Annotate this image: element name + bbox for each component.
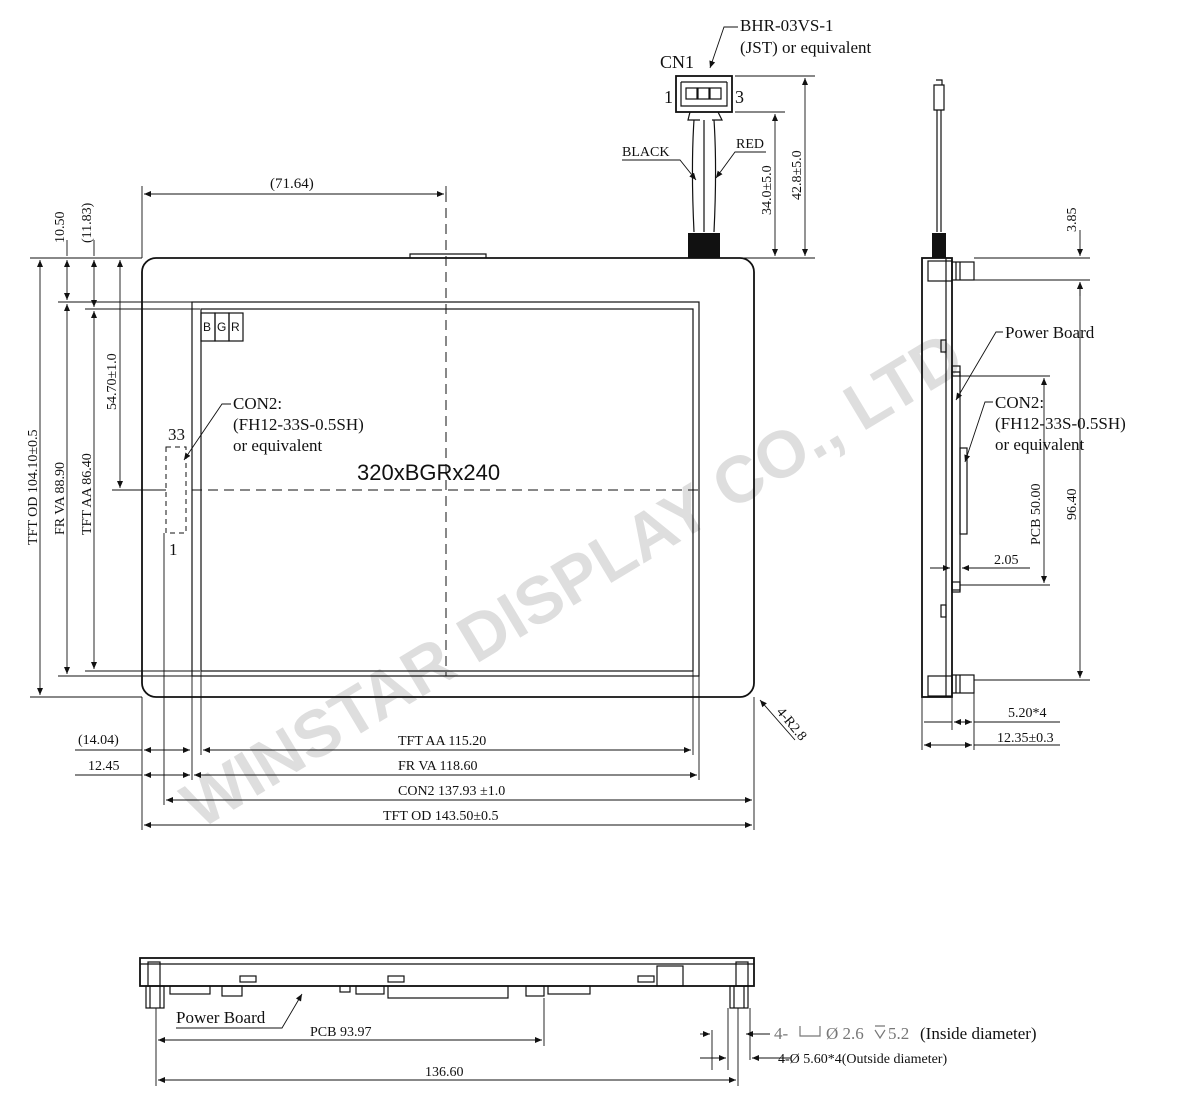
subpixel-r: R xyxy=(231,320,240,334)
side-view xyxy=(921,79,975,698)
side-dim-96-40: 96.40 xyxy=(1065,489,1080,521)
dim-11-83: (11.83) xyxy=(80,202,95,243)
cn1-part-label: BHR-03VS-1 xyxy=(740,16,834,35)
con2-pin-bottom: 1 xyxy=(169,540,178,559)
hole-inside-label: (Inside diameter) xyxy=(920,1024,1037,1043)
dim-71-64: (71.64) xyxy=(270,176,314,192)
dim-con2-width: CON2 137.93 ±1.0 xyxy=(398,784,505,799)
resolution-label: 320xBGRx240 xyxy=(357,460,500,485)
side-dim-2-05: 2.05 xyxy=(994,553,1019,568)
con2-connector-outline xyxy=(165,446,187,534)
hole-inside-diameter: Ø 2.6 xyxy=(826,1024,864,1043)
dim-fr-va-width: FR VA 118.60 xyxy=(398,759,478,774)
dim-fr-va-height: FR VA 88.90 xyxy=(53,462,68,535)
cn1-pin-last: 3 xyxy=(735,87,744,107)
dim-12-45: 12.45 xyxy=(88,759,120,774)
dim-tft-od-height: TFT OD 104.10±0.5 xyxy=(26,429,41,545)
side-con2-part: (FH12-33S-0.5SH) xyxy=(995,414,1126,433)
side-con2-title: CON2: xyxy=(995,393,1044,412)
counterbore-icon xyxy=(799,1026,821,1037)
corner-radius-label: 4-R2.8 xyxy=(773,705,809,744)
side-dim-3-85: 3.85 xyxy=(1065,208,1080,233)
depth-icon xyxy=(874,1025,886,1040)
wire-black-label: BLACK xyxy=(622,145,669,160)
bottom-power-board: Power Board xyxy=(176,1008,266,1027)
side-dim-12-35: 12.35±0.3 xyxy=(997,731,1054,746)
con2-equiv: or equivalent xyxy=(233,436,322,455)
dim-tft-od-width: TFT OD 143.50±0.5 xyxy=(383,809,499,824)
dim-tft-aa-width: TFT AA 115.20 xyxy=(398,734,486,749)
dim-54-70: 54.70±1.0 xyxy=(105,353,120,410)
con2-title: CON2: xyxy=(233,394,282,413)
cn1-pin-first: 1 xyxy=(664,87,673,107)
dim-tft-aa-height: TFT AA 86.40 xyxy=(80,453,95,535)
cn1-total-dim: 42.8±5.0 xyxy=(790,150,805,200)
bgr-subpixel-boxes xyxy=(200,312,244,342)
con2-pin-top: 33 xyxy=(168,425,185,444)
wire-red-label: RED xyxy=(736,137,764,152)
side-dim-5-20: 5.20*4 xyxy=(1008,706,1047,721)
watermark-text: WINSTAR DISPLAY CO., LTD xyxy=(169,317,975,842)
hole-inside-depth: 5.2 xyxy=(888,1024,909,1043)
subpixel-g: G xyxy=(217,320,226,334)
hole-inside-prefix: 4- xyxy=(774,1024,789,1043)
cn1-label: CN1 xyxy=(660,52,694,72)
side-dim-pcb: PCB 50.00 xyxy=(1029,484,1044,545)
dim-10-50: 10.50 xyxy=(53,212,68,244)
bottom-dim-136-60: 136.60 xyxy=(425,1065,464,1080)
bottom-view xyxy=(139,957,755,1009)
cn1-vendor-label: (JST) or equivalent xyxy=(740,38,872,57)
bottom-dim-pcb: PCB 93.97 xyxy=(310,1025,371,1040)
hole-outside-spec: 4-Ø 5.60*4(Outside diameter) xyxy=(778,1052,947,1067)
side-con2-equiv: or equivalent xyxy=(995,435,1084,454)
hole-inside-spec: 4- Ø 2.6 5.2 (Inside diameter) xyxy=(774,1024,1037,1043)
cn1-cable-dim: 34.0±5.0 xyxy=(760,165,775,215)
cable-sleeve xyxy=(688,233,720,258)
con2-part: (FH12-33S-0.5SH) xyxy=(233,415,364,434)
cn1-cable xyxy=(688,119,720,258)
side-power-board: Power Board xyxy=(1005,323,1095,342)
front-view-outline xyxy=(141,192,755,698)
dim-14-04: (14.04) xyxy=(78,733,119,748)
cn1-connector xyxy=(675,75,733,121)
subpixel-b: B xyxy=(203,320,211,334)
